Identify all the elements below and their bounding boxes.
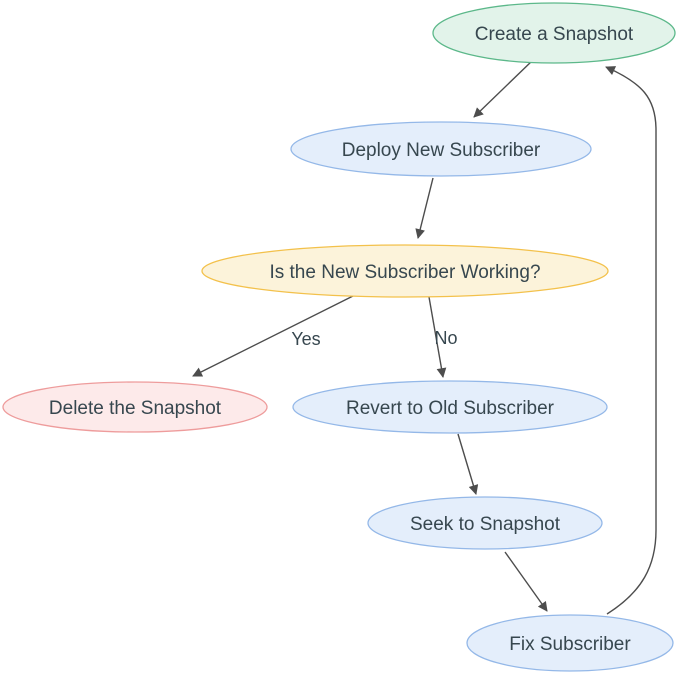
node-delete-snapshot-label: Delete the Snapshot xyxy=(49,398,222,419)
edges-layer: Yes No xyxy=(192,59,657,615)
edge-working-to-delete xyxy=(192,295,354,377)
node-create-snapshot-label: Create a Snapshot xyxy=(475,24,634,45)
node-revert-old-subscriber: Revert to Old Subscriber xyxy=(292,380,608,434)
edge-working-to-revert xyxy=(428,296,447,378)
node-seek-to-snapshot: Seek to Snapshot xyxy=(367,496,603,550)
edge-create-to-deploy xyxy=(473,59,534,118)
edge-fix-to-create xyxy=(605,66,657,615)
edge-label-yes: Yes xyxy=(291,329,320,349)
node-delete-snapshot-shape xyxy=(2,381,268,433)
node-delete-snapshot: Delete the Snapshot xyxy=(2,381,268,433)
node-create-snapshot-shape xyxy=(432,2,676,64)
node-is-working-label: Is the New Subscriber Working? xyxy=(269,262,540,283)
node-deploy-new-subscriber-label: Deploy New Subscriber xyxy=(342,140,541,161)
edge-label-no: No xyxy=(434,328,457,348)
node-revert-old-subscriber-shape xyxy=(292,380,608,434)
node-fix-subscriber: Fix Subscriber xyxy=(466,614,674,672)
node-is-working: Is the New Subscriber Working? xyxy=(201,244,609,298)
edge-seek-to-fix xyxy=(504,551,548,612)
node-seek-to-snapshot-shape xyxy=(367,496,603,550)
node-deploy-new-subscriber-shape xyxy=(290,121,592,177)
node-fix-subscriber-label: Fix Subscriber xyxy=(509,634,631,655)
node-fix-subscriber-shape xyxy=(466,614,674,672)
edge-deploy-to-working xyxy=(415,177,434,239)
node-create-snapshot: Create a Snapshot xyxy=(432,2,676,64)
node-revert-old-subscriber-label: Revert to Old Subscriber xyxy=(346,398,555,419)
node-seek-to-snapshot-label: Seek to Snapshot xyxy=(410,514,561,535)
node-is-working-shape xyxy=(201,244,609,298)
node-deploy-new-subscriber: Deploy New Subscriber xyxy=(290,121,592,177)
edge-revert-to-seek xyxy=(457,433,479,495)
